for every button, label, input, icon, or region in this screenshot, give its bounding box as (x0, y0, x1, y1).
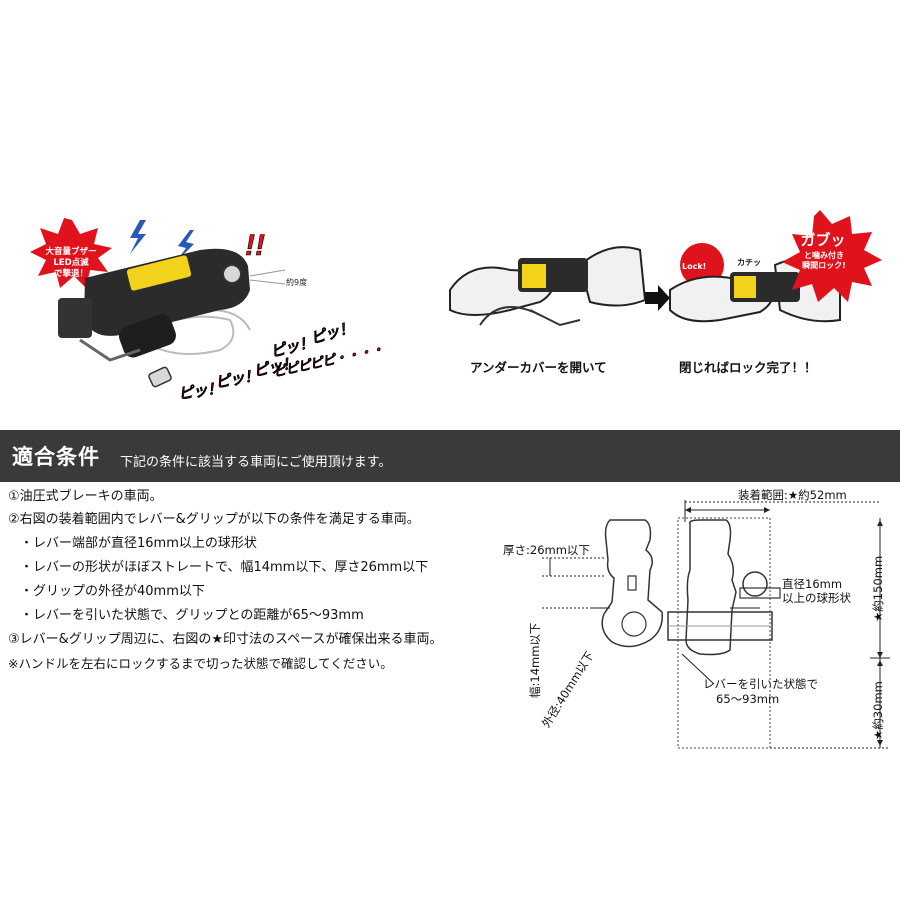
ball-shape-label: 以上の球形状 (782, 591, 851, 605)
grip (118, 314, 176, 358)
height-30-label: ★約30mm (871, 681, 885, 740)
alert-bubble-text: 大音量ブザー LED点滅 で撃退！ (45, 247, 97, 279)
pull-state-label: レバーを引いた状態で (703, 677, 818, 691)
dimension-diagram (542, 500, 890, 749)
pull-distance-label: 65～93mm (716, 692, 780, 706)
height-150-label: ★約150mm (871, 555, 885, 622)
switch-block (58, 298, 92, 338)
range-label: 装着範囲:★約52mm (738, 488, 847, 502)
condition-item: ・グリップの外径が40mm以下 (20, 584, 205, 599)
arrow-right-icon (645, 285, 670, 311)
caption-lock-complete: 閉じればロック完了！！ (679, 360, 817, 375)
grip-shape (685, 519, 737, 656)
lever-shape (601, 519, 663, 648)
condition-item: ②右図の装着範囲内でレバー&グリップが以下の条件を満足する車両。 (8, 512, 420, 527)
exclaim-mark: !! (245, 229, 265, 262)
sound-bolt-icon (130, 220, 146, 254)
conditions-header-bar (0, 430, 900, 482)
width-label: 幅:14mm以下 (528, 622, 542, 698)
alert-burst (30, 218, 112, 288)
lock-label: Lock! (682, 262, 707, 271)
conditions-title: 適合条件 (12, 445, 100, 469)
install-steps-illustration (449, 210, 882, 327)
gabu-title: ガブッ (800, 231, 846, 249)
angle-note: 約9度 (286, 278, 308, 287)
ball-end (742, 571, 768, 597)
condition-item: ・レバーの形状がほぼストレートで、幅14mm以下、厚さ26mm以下 (20, 560, 429, 575)
hand-right (578, 246, 647, 307)
condition-note: ※ハンドルを左右にロックするまで切った状態で確認してください。 (8, 656, 393, 671)
condition-item: ・レバー端部が直径16mm以上の球形状 (20, 536, 257, 551)
ball-diameter-label: 直径16mm (782, 577, 843, 591)
condition-item: ①油圧式ブレーキの車両。 (8, 489, 163, 504)
click-label: カチッ (737, 258, 761, 267)
condition-item: ・レバーを引いた状態で、グリップとの距離が65～93mm (20, 608, 364, 623)
thickness-label: 厚さ:26mm以下 (503, 543, 590, 557)
gabu-burst (782, 210, 882, 302)
condition-item: ③レバー&グリップ周辺に、右図の★印寸法のスペースが確保出来る車両。 (8, 632, 443, 647)
conditions-subtitle: 下記の条件に該当する車両にご使用頂けます。 (120, 455, 392, 470)
lock-yellow-panel (126, 255, 192, 291)
gabu-subtitle: と噛み付き 瞬間ロック! (802, 251, 846, 270)
sound-bolt-icon (176, 230, 194, 262)
lock-body (84, 248, 250, 336)
alarm-lock-illustration: !! (30, 218, 286, 388)
caption-open-cover: アンダーカバーを開いて (470, 360, 607, 375)
